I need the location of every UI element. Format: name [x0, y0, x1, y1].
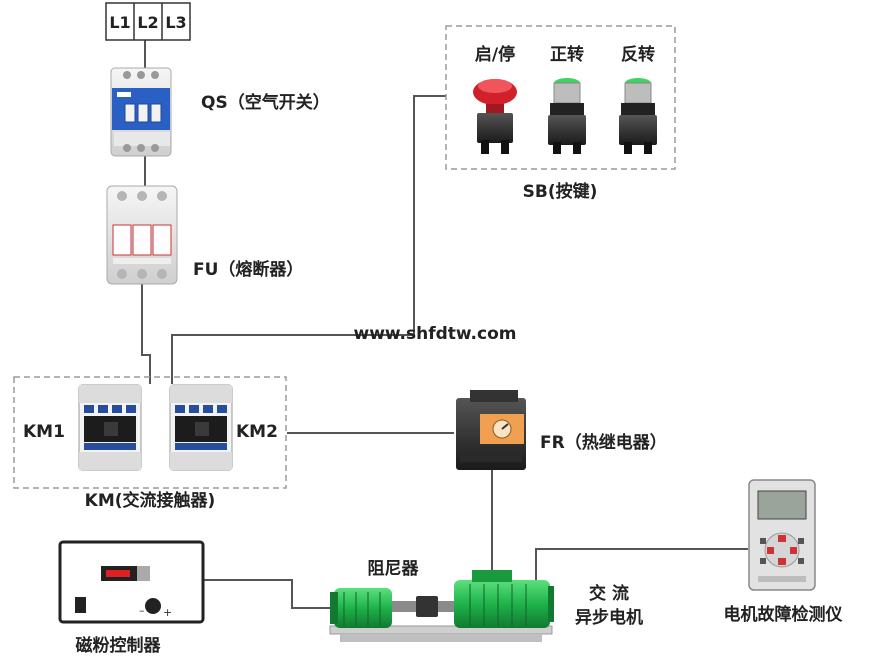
damper-label: 阻尼器: [368, 559, 420, 579]
test-bench: [329, 625, 553, 642]
wire-motor-to-detector: [535, 548, 748, 580]
estop-button[interactable]: [473, 79, 517, 154]
phase-l3-label: L3: [165, 13, 186, 32]
motor-fault-detector: [748, 479, 816, 591]
sb-group-border: [445, 25, 676, 170]
svg-text:+: +: [163, 606, 172, 619]
qs-label: QS（空气开关）: [201, 92, 330, 113]
supply-terminal: L1 L2 L3: [105, 2, 191, 41]
fu-fuse: [106, 185, 178, 285]
sb-forward-label: 正转: [550, 44, 584, 65]
sb-start-stop-label: 启/停: [475, 44, 515, 65]
wire-controller-to-damper: [203, 579, 333, 609]
fr-thermal-relay: [456, 390, 526, 470]
sb-label: SB(按键): [523, 181, 598, 202]
wire-sb-to-km: [171, 95, 446, 384]
km-group-border: [13, 376, 287, 489]
motor-label-line1: 交 流: [589, 583, 629, 604]
qs-air-breaker: [110, 67, 172, 157]
km1-contactor: [78, 384, 142, 471]
sb-reverse-label: 反转: [621, 44, 655, 65]
controller-power-switch[interactable]: [75, 597, 86, 613]
detector-keypad[interactable]: [764, 532, 800, 568]
fr-label: FR（热继电器）: [540, 432, 667, 453]
fu-label: FU（熔断器）: [193, 259, 303, 280]
magnetic-powder-controller: – +: [58, 540, 205, 624]
watermark: www.shfdtw.com: [354, 324, 517, 344]
svg-text:–: –: [139, 604, 145, 617]
wire-fu-to-km: [141, 283, 151, 384]
km-label: KM(交流接触器): [85, 490, 216, 511]
km2-contactor: [169, 384, 233, 471]
controller-label: 磁粉控制器: [76, 635, 162, 656]
forward-button[interactable]: [548, 78, 586, 154]
wires: [141, 40, 748, 609]
controller-knob[interactable]: [145, 598, 161, 614]
phase-l2-label: L2: [137, 13, 158, 32]
phase-l1-label: L1: [109, 13, 130, 32]
km2-label: KM2: [236, 422, 278, 442]
detector-screen: [757, 490, 807, 520]
motor-label-line2: 异步电机: [575, 607, 643, 628]
coupling-shaft: [392, 596, 456, 617]
detector-label: 电机故障检测仪: [724, 604, 844, 625]
km1-label: KM1: [23, 422, 65, 442]
async-motor: [454, 570, 554, 628]
damper: [330, 588, 392, 628]
reverse-button[interactable]: [619, 78, 657, 154]
